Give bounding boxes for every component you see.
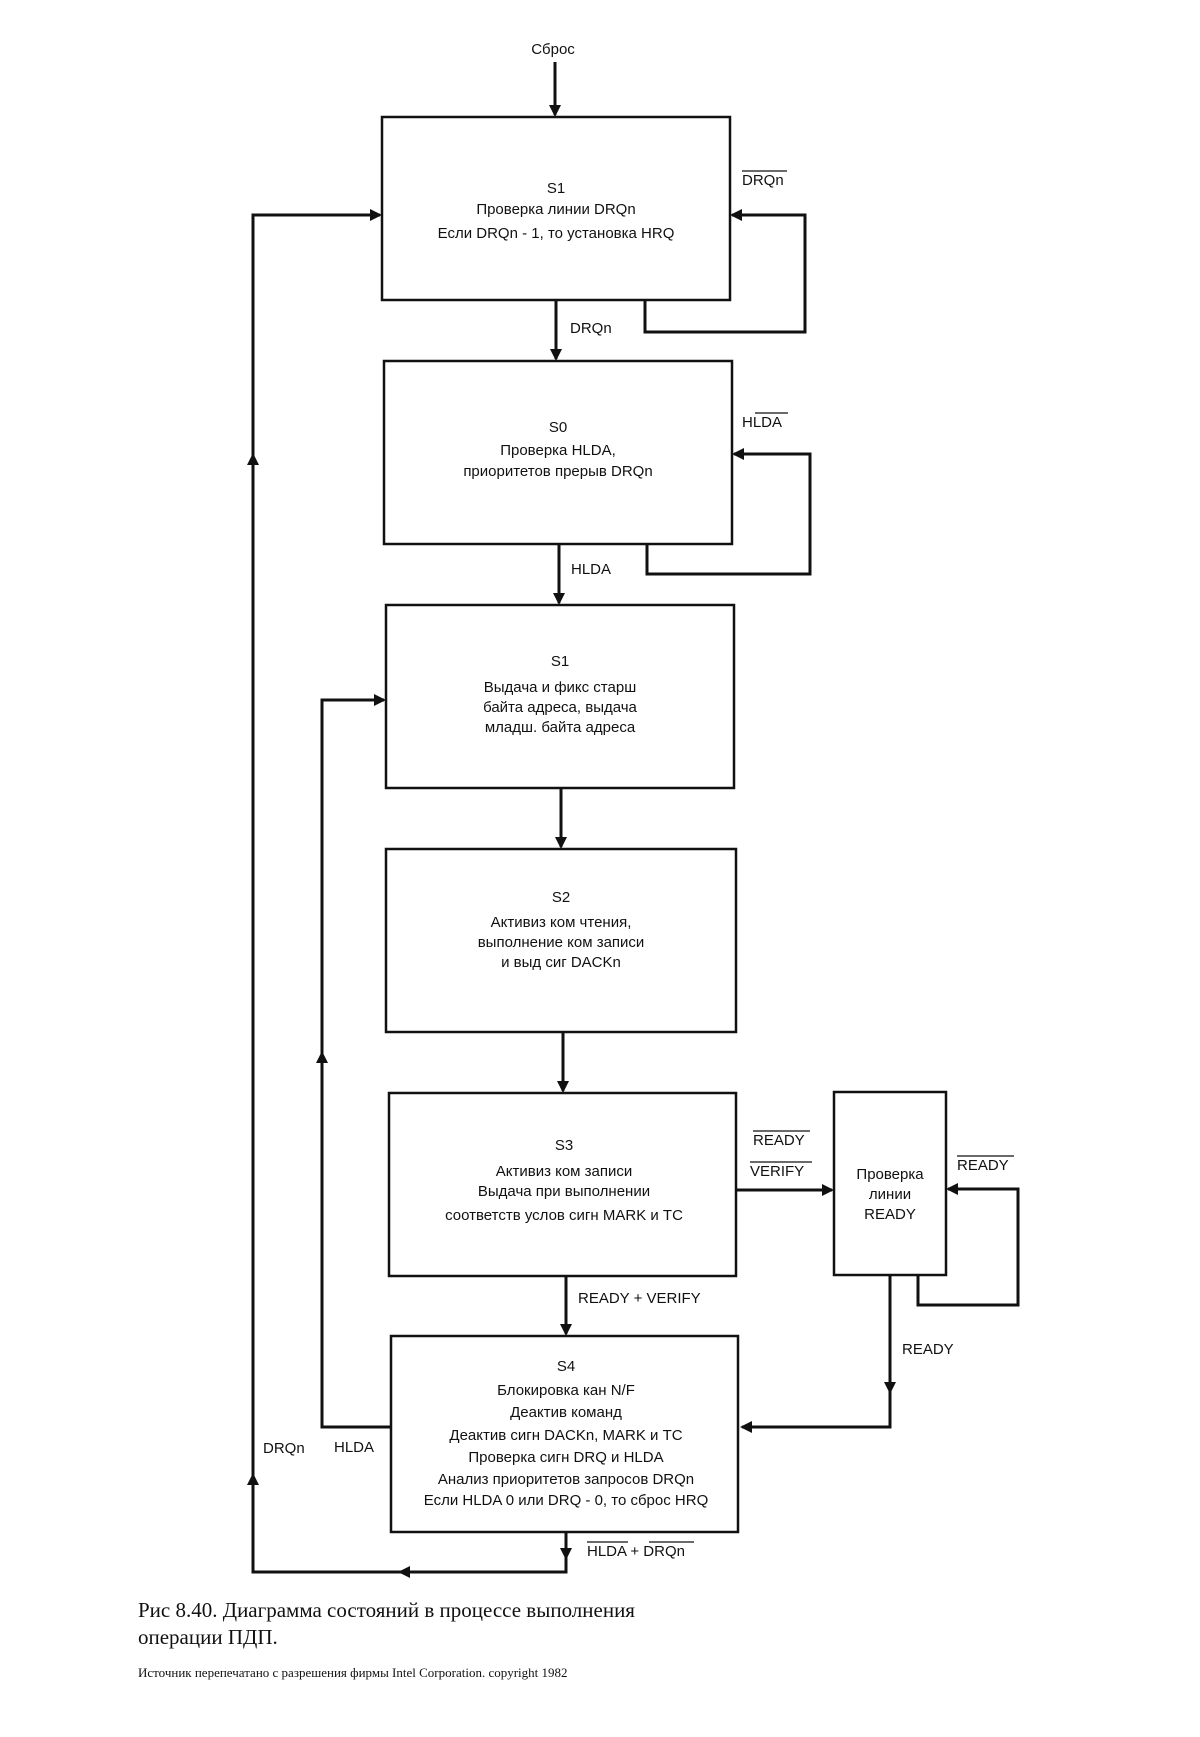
state-line: Если DRQn - 1, то установка HRQ	[438, 225, 675, 242]
state-line: байта адреса, выдача	[483, 699, 637, 716]
caption-source: Источник перепечатано с разрешения фирмы…	[138, 1665, 698, 1681]
state-line: младш. байта адреса	[485, 719, 636, 736]
state-ready-check: Проверка линии READY	[834, 1092, 946, 1275]
state-line: и выд сиг DACKn	[501, 954, 621, 971]
label-ready-plus-verify: READY + VERIFY	[578, 1290, 701, 1307]
state-s0: S0 Проверка HLDA, приоритетов прерыв DRQ…	[384, 361, 732, 544]
label-not-hlda: HLDA	[742, 414, 782, 431]
state-s1-address: S1 Выдача и фикс старш байта адреса, выд…	[386, 605, 734, 788]
state-line: Деактив команд	[510, 1404, 622, 1421]
arrow-s4-to-s1b	[322, 700, 391, 1427]
state-title: S2	[552, 889, 570, 906]
figure-caption: Рис 8.40. Диаграмма состояний в процессе…	[138, 1597, 698, 1681]
state-line: Активиз ком чтения,	[491, 914, 632, 931]
state-line: Проверка	[856, 1166, 924, 1183]
label-not-hlda-plus-not-drqn: HLDA + DRQn	[587, 1543, 685, 1560]
label-drqn-left: DRQn	[263, 1440, 305, 1457]
state-line: Проверка линии DRQn	[476, 201, 635, 218]
arrow-ready-check-to-s4	[742, 1275, 890, 1427]
state-line: READY	[864, 1206, 916, 1223]
label-verify: VERIFY	[750, 1163, 804, 1180]
state-line: Если HLDA 0 или DRQ - 0, то сброс HRQ	[424, 1492, 709, 1509]
state-title: S0	[549, 419, 567, 436]
state-title: S3	[555, 1137, 573, 1154]
caption-main: Рис 8.40. Диаграмма состояний в процессе…	[138, 1597, 698, 1651]
label-hlda: HLDA	[571, 561, 611, 578]
label-ready: READY	[902, 1341, 954, 1358]
label-not-ready-loop: READY	[957, 1157, 1009, 1174]
state-s4: S4 Блокировка кан N/F Деактив команд Деа…	[391, 1336, 738, 1532]
state-title: S1	[547, 180, 565, 197]
state-s3: S3 Активиз ком записи Выдача при выполне…	[389, 1093, 736, 1276]
state-s2: S2 Активиз ком чтения, выполнение ком за…	[386, 849, 736, 1032]
start-label: Сброс	[531, 41, 575, 58]
state-line: соответств услов сигн MARK и TC	[445, 1207, 683, 1224]
label-hlda-left: HLDA	[334, 1439, 374, 1456]
label-not-ready: READY	[753, 1132, 805, 1149]
state-s1-address-box	[386, 605, 734, 788]
label-not-drqn: DRQn	[742, 172, 784, 189]
state-line: приоритетов прерыв DRQn	[463, 463, 652, 480]
state-line: выполнение ком записи	[478, 934, 645, 951]
state-line: Проверка HLDA,	[500, 442, 616, 459]
state-line: Анализ приоритетов запросов DRQn	[438, 1471, 694, 1488]
state-diagram: Сброс S1 Проверка линии DRQn Если DRQn -…	[0, 0, 1200, 1590]
state-line: Проверка сигн DRQ и HLDA	[468, 1449, 663, 1466]
state-s1-check: S1 Проверка линии DRQn Если DRQn - 1, то…	[382, 117, 730, 300]
state-line: Выдача и фикс старш	[484, 679, 636, 696]
state-line: Активиз ком записи	[496, 1163, 633, 1180]
state-line: Деактив сигн DACKn, MARK и TC	[449, 1427, 682, 1444]
label-drqn: DRQn	[570, 320, 612, 337]
state-title: S1	[551, 653, 569, 670]
state-title: S4	[557, 1358, 575, 1375]
state-line: Блокировка кан N/F	[497, 1382, 635, 1399]
ready-check-box	[834, 1092, 946, 1275]
state-line: линии	[869, 1186, 911, 1203]
state-line: Выдача при выполнении	[478, 1183, 650, 1200]
